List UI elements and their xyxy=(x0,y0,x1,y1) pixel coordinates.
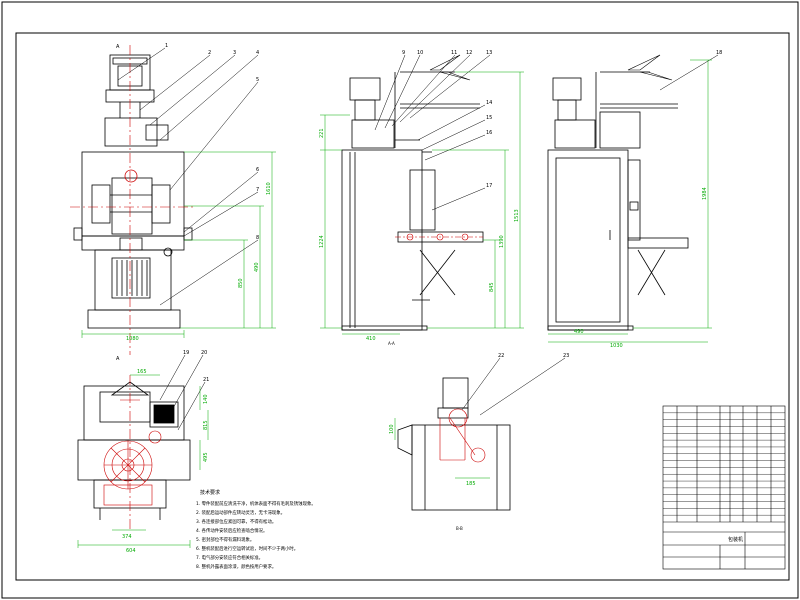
dim-side-height: 1224 xyxy=(319,235,325,248)
notes-line-6: 6. 整机装配后进行空运转试验，时间不少于两小时。 xyxy=(196,545,298,552)
title-block xyxy=(662,405,786,570)
front-centerlines xyxy=(70,45,195,355)
rear-dimensions xyxy=(548,59,712,343)
side-dimensions xyxy=(320,71,524,335)
title-block-name: 包装机 xyxy=(728,536,743,543)
balloon-plan-21: 21 xyxy=(203,377,209,383)
detail-red-parts xyxy=(439,408,486,463)
balloon-rear-18: 18 xyxy=(716,50,722,56)
balloon-front-4: 4 xyxy=(256,50,259,56)
dim-front-width: 1080 xyxy=(126,336,139,342)
notes-line-4: 4. 各传动件安装后应检查啮合情况。 xyxy=(196,527,267,534)
dim-rear-bottom: 490 xyxy=(574,329,584,335)
balloon-front-3: 3 xyxy=(233,50,236,56)
plan-view xyxy=(77,381,191,520)
notes-line-5: 5. 密封部位不得有漏料现象。 xyxy=(196,536,254,543)
balloon-plan-19: 19 xyxy=(183,350,189,356)
balloon-front-7: 7 xyxy=(256,187,259,193)
rear-dim-text: 1984 490 1030 xyxy=(574,187,708,349)
dim-side-left: 410 xyxy=(366,336,376,342)
notes-line-3: 3. 各连接部位应紧固可靠，不得有松动。 xyxy=(196,518,276,525)
side-dim-text: 221 1224 410 1513 1390 845 xyxy=(319,128,520,342)
dim-plan-top: 165 xyxy=(137,369,147,375)
dim-rear-total: 1030 xyxy=(610,343,623,349)
side-balloons: 9 10 11 12 13 14 15 16 17 xyxy=(402,50,492,189)
dim-side-mid: 1390 xyxy=(499,235,505,248)
detail-section-label: B-B xyxy=(456,526,463,531)
rear-leaders xyxy=(659,54,719,91)
front-balloons: 1 2 3 4 5 6 7 8 xyxy=(165,43,259,241)
side-section-label: A-A xyxy=(388,341,395,346)
side-view xyxy=(341,71,484,331)
balloon-side-9: 9 xyxy=(402,50,405,56)
dim-side-total: 1513 xyxy=(514,209,520,222)
dim-front-height-c: 850 xyxy=(238,278,244,288)
notes-line-8: 8. 整机外露表面涂漆，颜色按用户要求。 xyxy=(196,563,276,570)
balloon-front-2: 2 xyxy=(208,50,211,56)
plan-balloons: 19 20 21 xyxy=(183,350,209,383)
dim-plan-bottom-b: 604 xyxy=(126,548,136,554)
balloon-side-11: 11 xyxy=(451,50,457,56)
dim-plan-right-a: 140 xyxy=(203,394,209,404)
balloon-front-1: 1 xyxy=(165,43,168,49)
front-dimensions xyxy=(81,151,276,338)
parts-list-rows xyxy=(663,412,785,516)
dim-plan-right-b: 815 xyxy=(203,420,209,430)
section-mark-bottom: A xyxy=(116,356,120,362)
front-leaders xyxy=(117,47,259,306)
balloon-front-8: 8 xyxy=(256,235,259,241)
balloon-side-10: 10 xyxy=(417,50,423,56)
balloon-detail-23: 23 xyxy=(563,353,569,359)
plan-dimensions xyxy=(77,374,209,548)
detail-balloons: 22 23 xyxy=(498,353,569,359)
notes-line-7: 7. 电气部分安装应符合相关标准。 xyxy=(196,554,263,561)
balloon-side-17: 17 xyxy=(486,183,492,189)
balloon-side-13: 13 xyxy=(486,50,492,56)
balloon-front-6: 6 xyxy=(256,167,259,173)
plan-leaders xyxy=(159,354,206,431)
section-marks: A A xyxy=(116,44,120,362)
balloon-detail-22: 22 xyxy=(498,353,504,359)
side-leaders xyxy=(374,54,491,211)
notes-title: 技术要求 xyxy=(200,489,220,496)
front-dim-text: 1080 1610 490 850 xyxy=(126,182,272,342)
dim-front-height-b: 490 xyxy=(254,262,260,272)
balloon-front-5: 5 xyxy=(256,77,259,83)
plan-dim-text: 165 140 815 495 374 604 xyxy=(122,369,209,554)
dim-plan-right-c: 495 xyxy=(203,452,209,462)
technical-notes: 技术要求 1. 零件装配前应清洗干净，机体表面不得有毛刺及锈蚀现象。 2. 装配… xyxy=(196,489,316,570)
dim-front-height-a: 1610 xyxy=(266,182,272,195)
detail-view xyxy=(397,377,511,511)
side-fan xyxy=(429,54,471,81)
dim-side-low: 845 xyxy=(489,282,495,292)
dim-rear-height: 1984 xyxy=(702,187,708,200)
front-view xyxy=(73,54,193,329)
balloon-plan-20: 20 xyxy=(201,350,207,356)
plan-red-parts xyxy=(103,375,162,530)
detail-dimensions xyxy=(394,418,490,479)
notes-line-2: 2. 装配后运动部件应转动灵活，无卡滞现象。 xyxy=(196,509,285,516)
dim-side-top: 221 xyxy=(319,128,325,138)
side-red-detail xyxy=(395,233,483,241)
balloon-side-15: 15 xyxy=(486,115,492,121)
dim-detail-bottom: 185 xyxy=(466,481,476,487)
section-mark-top: A xyxy=(116,44,120,50)
rear-view xyxy=(547,71,689,331)
notes-line-1: 1. 零件装配前应清洗干净，机体表面不得有毛刺及锈蚀现象。 xyxy=(196,500,316,507)
detail-leaders xyxy=(461,357,566,416)
dim-plan-bottom-a: 374 xyxy=(122,534,132,540)
rear-fan xyxy=(627,54,673,81)
balloon-side-12: 12 xyxy=(466,50,472,56)
inner-border xyxy=(15,32,790,581)
detail-dim-text: 100 185 xyxy=(389,424,476,487)
dim-detail-left: 100 xyxy=(389,424,395,434)
balloon-side-16: 16 xyxy=(486,130,492,136)
balloon-side-14: 14 xyxy=(486,100,492,106)
